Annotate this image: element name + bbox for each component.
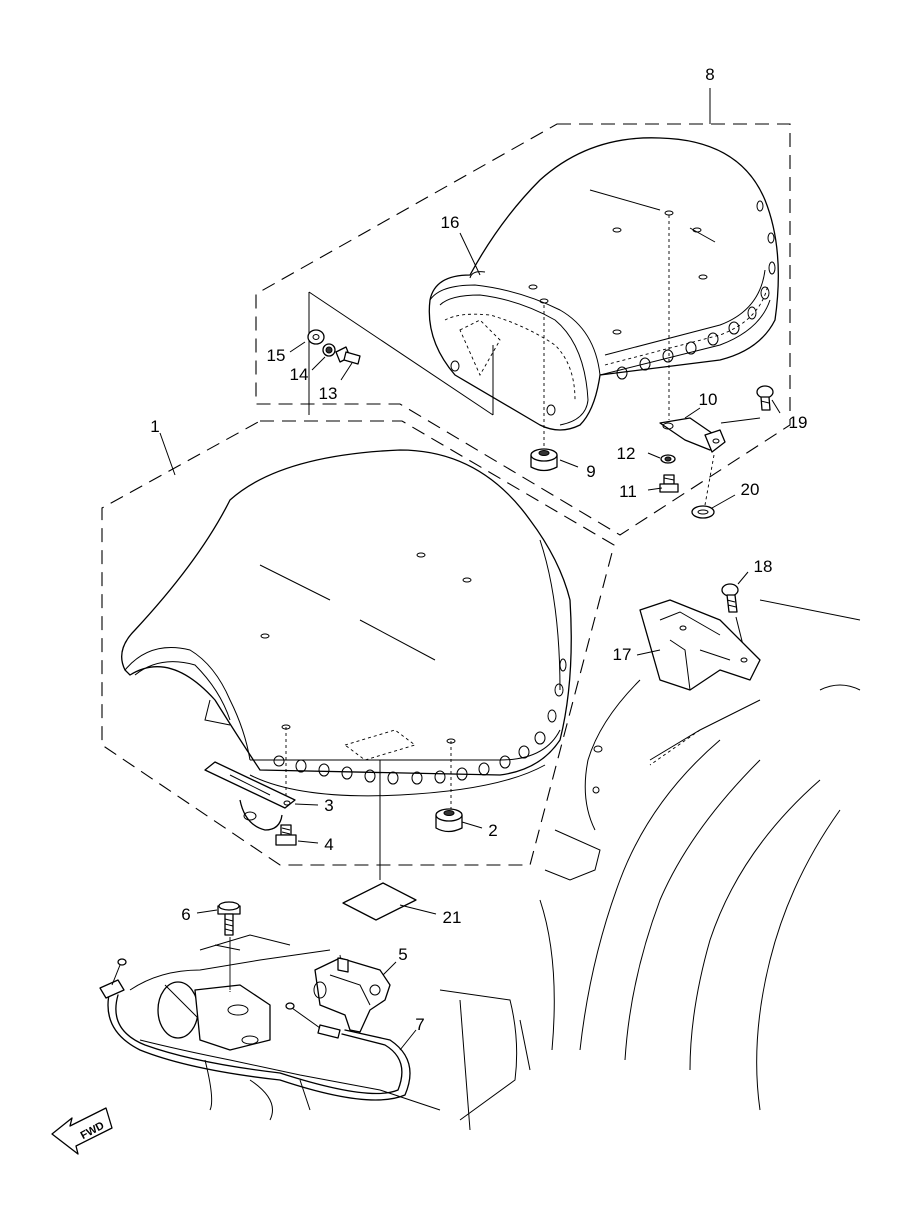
label-10: 10 bbox=[699, 390, 718, 409]
part-21-label bbox=[342, 882, 417, 921]
label-13: 13 bbox=[319, 384, 338, 403]
label-1: 1 bbox=[150, 417, 159, 436]
label-11: 11 bbox=[619, 482, 637, 501]
passenger-seat-studs bbox=[450, 200, 776, 416]
part-2-damper bbox=[435, 808, 463, 833]
label-21: 21 bbox=[443, 908, 462, 927]
part-6-bolt bbox=[217, 901, 241, 936]
part-11-bolt bbox=[659, 474, 679, 493]
label-5: 5 bbox=[398, 945, 407, 964]
group-outline-8 bbox=[255, 123, 791, 536]
part-15-washer bbox=[307, 329, 325, 345]
part-18-bolt bbox=[721, 583, 739, 613]
group-outline-1 bbox=[101, 420, 615, 866]
part-10-plate bbox=[659, 417, 726, 453]
label-3: 3 bbox=[324, 796, 333, 815]
part-9-damper bbox=[530, 448, 558, 472]
part-19-bolt bbox=[756, 385, 774, 411]
part-3-bracket bbox=[204, 761, 296, 831]
label-9: 9 bbox=[586, 462, 595, 481]
label-20: 20 bbox=[741, 480, 760, 499]
part-13-bolt bbox=[335, 346, 361, 365]
label-12: 12 bbox=[617, 444, 636, 463]
label-4: 4 bbox=[324, 835, 333, 854]
label-17: 17 bbox=[613, 645, 632, 664]
label-19: 19 bbox=[789, 413, 808, 432]
part-12-washer bbox=[660, 454, 676, 464]
part-4-bolt bbox=[275, 824, 297, 846]
part-8-passenger-seat bbox=[428, 137, 779, 431]
part-1-rider-seat bbox=[121, 449, 572, 797]
part-labels: 8 1 16 15 14 13 10 19 12 9 11 20 18 17 3… bbox=[150, 65, 807, 1034]
label-16: 16 bbox=[441, 213, 460, 232]
frame-body bbox=[439, 599, 861, 1131]
label-15: 15 bbox=[267, 346, 286, 365]
frame-tube bbox=[129, 934, 441, 1121]
label-18: 18 bbox=[754, 557, 773, 576]
rider-seat-studs bbox=[273, 658, 567, 785]
label-8: 8 bbox=[705, 65, 714, 84]
label-6: 6 bbox=[181, 905, 190, 924]
part-5-switch bbox=[313, 957, 391, 1033]
part-7-cable bbox=[99, 958, 411, 1101]
part-14-spring-washer bbox=[322, 343, 336, 357]
part-17-bracket bbox=[639, 599, 761, 691]
label-2: 2 bbox=[488, 821, 497, 840]
fwd-arrow-icon: FWD bbox=[51, 1107, 113, 1155]
label-14: 14 bbox=[290, 365, 309, 384]
label-7: 7 bbox=[415, 1015, 424, 1034]
part-20-pad bbox=[691, 505, 715, 519]
part-16-seat-base bbox=[469, 271, 486, 279]
label-leaders bbox=[159, 88, 781, 1051]
